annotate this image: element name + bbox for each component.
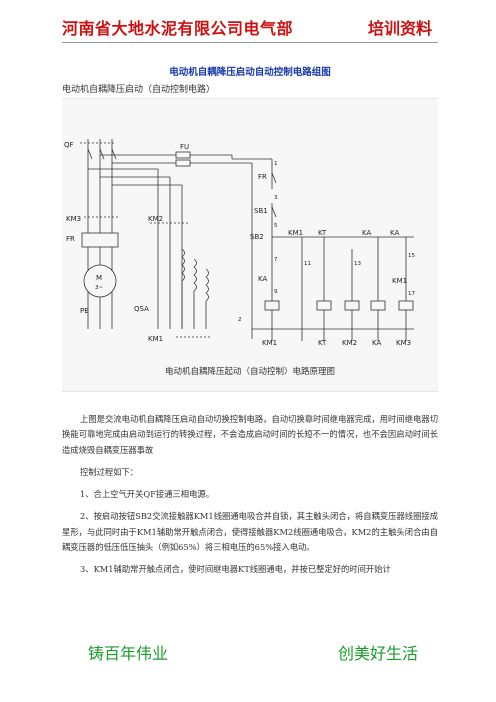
- diagram-subcaption: 电动机自耦降压启动（自动控制电路）: [62, 85, 216, 95]
- label-km3: KM3: [66, 215, 81, 223]
- body-text: 上图是交流电动机自耦降压启动自动切换控制电路，自动切换靠时间继电器完成，用时间继…: [62, 412, 438, 585]
- coil-ka: KA: [372, 339, 381, 347]
- label-km2: KM2: [148, 215, 163, 223]
- coil-km1: KM1: [262, 339, 277, 347]
- figure-caption: 电动机自耦降压起动（自动控制）电路原理图: [164, 367, 335, 377]
- label-node-5: 5: [274, 223, 278, 229]
- footer-slogan-right: 创美好生活: [337, 644, 418, 663]
- label-kt-contact: KT: [318, 229, 327, 237]
- footer-slogan-left: 铸百年伟业: [88, 644, 169, 663]
- label-pe: PE: [80, 307, 89, 315]
- paragraph-step-2: 2、按启动按钮SB2交流接触器KM1线圈通电吸合并自锁，其主触头闭合，将自耦变压…: [62, 511, 438, 553]
- document-title: 电动机自耦降压启动自动控制电路组图: [169, 67, 331, 78]
- label-node-1: 1: [274, 161, 278, 167]
- label-node-9: 9: [274, 289, 278, 295]
- label-qf: QF: [64, 141, 74, 149]
- label-motor-phase: 3~: [95, 285, 103, 291]
- label-ka-contact-2: KA: [390, 229, 399, 237]
- paragraph-step-1: 1、合上空气开关QF接通三相电源。: [80, 489, 214, 500]
- circuit-diagram-svg: QF FU KM3 KM2 FR M 3~: [64, 139, 415, 347]
- company-name: 河南省大地水泥有限公司电气部: [62, 19, 294, 38]
- label-qsa: QSA: [134, 305, 149, 313]
- label-sb1: SB1: [254, 207, 268, 215]
- label-ka-contact-1: KA: [362, 229, 371, 237]
- label-fu: FU: [180, 143, 189, 151]
- label-motor: M: [96, 274, 102, 282]
- page-header: 河南省大地水泥有限公司电气部 培训资料: [62, 8, 438, 43]
- paragraph-step-3: 3、KM1辅助常开触点闭合，使时间继电器KT线圈通电，并按已整定好的时间开始计: [80, 564, 391, 575]
- label-km1-contact: KM1: [288, 229, 303, 237]
- page-footer: 铸百年伟业 创美好生活: [88, 640, 418, 664]
- label-fr-ctrl: FR: [258, 173, 267, 181]
- label-node-3: 3: [274, 195, 278, 201]
- paragraph-process-heading: 控制过程如下：: [80, 466, 139, 477]
- coil-km3: KM3: [396, 339, 411, 347]
- coil-kt: KT: [318, 339, 327, 347]
- label-node-17: 17: [408, 291, 415, 297]
- label-sb2: SB2: [250, 233, 264, 241]
- label-fr: FR: [66, 235, 75, 243]
- paragraph-intro: 上图是交流电动机自耦降压启动自动切换控制电路，自动切换靠时间继电器完成，用时间继…: [62, 414, 438, 455]
- label-node-13: 13: [354, 261, 361, 267]
- training-label: 培训资料: [367, 19, 432, 38]
- label-node-2: 2: [238, 317, 242, 323]
- circuit-diagram: QF FU KM3 KM2 FR M 3~: [62, 98, 438, 392]
- coil-km2: KM2: [342, 339, 357, 347]
- label-node-15: 15: [408, 253, 415, 259]
- label-node-7: 7: [274, 257, 278, 263]
- label-node-11: 11: [304, 261, 311, 267]
- label-ka-contact-3: KA: [258, 275, 267, 283]
- label-km1-main: KM1: [148, 335, 163, 343]
- label-km1-contact-2: KM1: [392, 277, 407, 285]
